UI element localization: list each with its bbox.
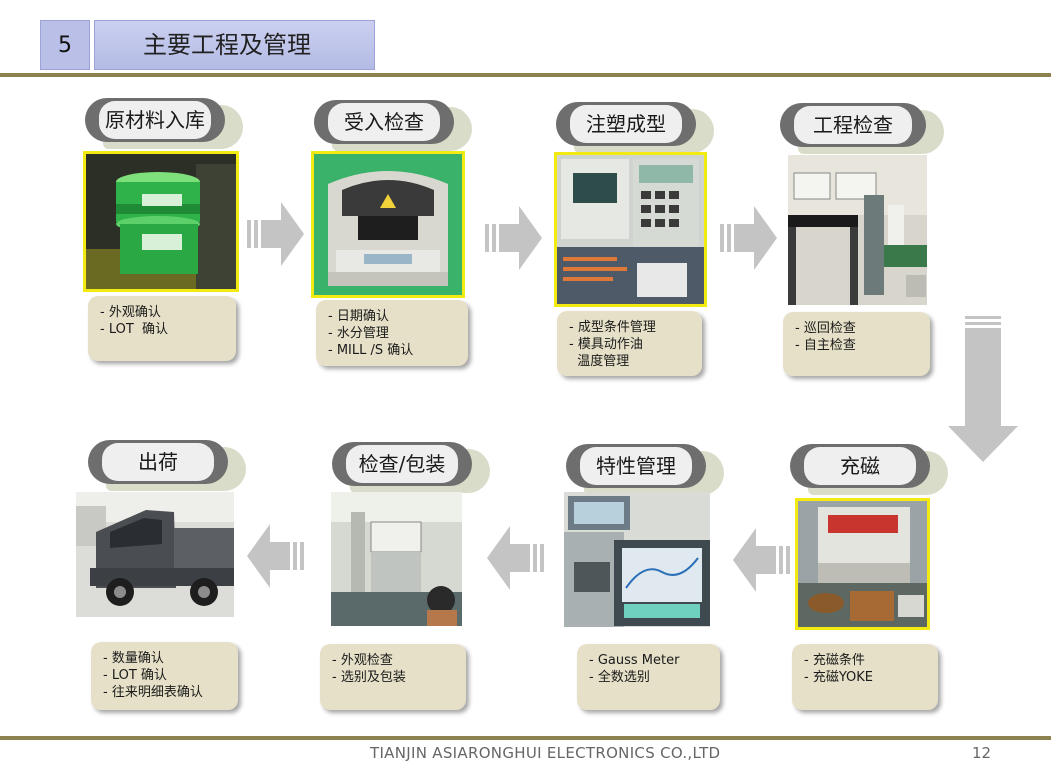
flow-arrow-left-icon	[487, 526, 544, 590]
step-title-inspection-packing: 检查/包装	[332, 442, 490, 493]
flow-arrow-right-icon	[720, 206, 777, 270]
flow-arrow-down-icon	[948, 316, 1018, 462]
step-title-label: 出荷	[102, 443, 214, 481]
note-line: - 自主检查	[795, 338, 856, 353]
photo-moisture-analyzer	[311, 151, 465, 298]
step-title-characteristic-control: 特性管理	[566, 444, 724, 495]
note-line: - 成型条件管理	[569, 320, 656, 335]
note-line: - 外观确认	[100, 305, 161, 320]
note-line: - Gauss Meter	[589, 653, 680, 668]
footer-divider	[0, 736, 1051, 740]
note-line: 温度管理	[569, 354, 630, 369]
step-title-label: 检查/包装	[346, 445, 458, 483]
photo-raw-material-buckets	[83, 151, 239, 292]
note-line: - MILL /S 确认	[328, 343, 414, 358]
step-notes-shipping: - 数量确认 - LOT 确认 - 往来明细表确认	[91, 642, 238, 710]
note-line: - LOT 确认	[100, 322, 169, 337]
step-notes-process-inspection: - 巡回检查 - 自主检查	[783, 312, 930, 376]
note-line: - 模具动作油	[569, 337, 643, 352]
note-line: - 外观检查	[332, 653, 393, 668]
step-title-magnetizing: 充磁	[790, 444, 948, 495]
step-notes-raw-material: - 外观确认 - LOT 确认	[88, 296, 236, 361]
note-line: - 巡回检查	[795, 321, 856, 336]
photo-magnetizing-machine	[795, 498, 930, 630]
step-notes-magnetizing: - 充磁条件 - 充磁YOKE	[792, 644, 938, 710]
step-title-process-inspection: 工程检查	[780, 103, 944, 154]
note-line: - LOT 确认	[103, 668, 167, 683]
flow-arrow-left-icon	[733, 528, 790, 592]
flow-arrow-right-icon	[485, 206, 542, 270]
photo-molding-control-panel	[554, 152, 707, 307]
company-name: TIANJIN ASIARONGHUI ELECTRONICS CO.,LTD	[370, 744, 721, 762]
note-line: - 数量确认	[103, 651, 164, 666]
note-line: - 全数选别	[589, 670, 650, 685]
step-title-shipping: 出荷	[88, 440, 246, 491]
flow-arrow-left-icon	[247, 524, 304, 588]
step-notes-inspection-packing: - 外观检查 - 选别及包装	[320, 644, 466, 710]
photo-packing-station	[331, 492, 462, 626]
photo-delivery-truck	[76, 492, 234, 617]
step-title-incoming-inspection: 受入检查	[314, 100, 472, 151]
note-line: - 日期确认	[328, 309, 389, 324]
note-line: - 往来明细表确认	[103, 685, 203, 700]
step-title-injection-molding: 注塑成型	[556, 102, 714, 153]
step-notes-characteristic-control: - Gauss Meter - 全数选别	[577, 644, 720, 710]
page-title: 主要工程及管理	[94, 20, 375, 70]
step-title-label: 原材料入库	[99, 101, 211, 139]
photo-gauss-meter	[564, 492, 710, 627]
step-notes-incoming-inspection: - 日期确认 - 水分管理 - MILL /S 确认	[316, 300, 468, 366]
section-number: 5	[40, 20, 90, 70]
header-divider	[0, 73, 1051, 77]
note-line: - 充磁条件	[804, 653, 865, 668]
step-title-label: 特性管理	[580, 447, 692, 485]
step-notes-injection-molding: - 成型条件管理 - 模具动作油 温度管理	[557, 311, 702, 376]
step-title-raw-material: 原材料入库	[85, 98, 243, 149]
note-line: - 充磁YOKE	[804, 670, 874, 685]
note-line: - 水分管理	[328, 326, 389, 341]
step-title-label: 注塑成型	[570, 105, 682, 143]
flow-arrow-right-icon	[247, 202, 304, 266]
step-title-label: 充磁	[804, 447, 916, 485]
step-title-label: 工程检查	[794, 106, 912, 144]
page-number: 12	[972, 744, 992, 762]
note-line: - 选别及包装	[332, 670, 406, 685]
photo-inspection-room	[788, 155, 927, 305]
step-title-label: 受入检查	[328, 103, 440, 141]
